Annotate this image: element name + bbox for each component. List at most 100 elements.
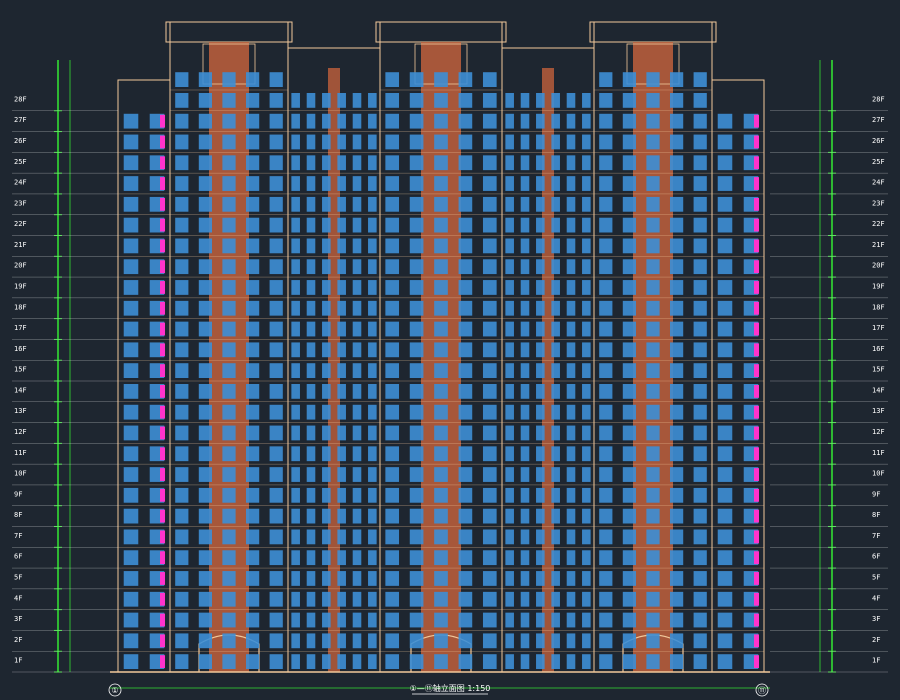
window <box>599 238 613 254</box>
window <box>520 633 530 649</box>
window <box>322 612 331 628</box>
window <box>536 633 545 649</box>
window <box>693 404 707 420</box>
window <box>599 487 613 503</box>
window <box>222 571 236 586</box>
window <box>646 217 660 233</box>
window <box>322 217 331 233</box>
window <box>622 155 637 171</box>
window <box>693 300 707 316</box>
window <box>198 342 213 358</box>
window <box>385 633 400 649</box>
balcony-accent <box>160 530 165 544</box>
floor-label-right: 12F <box>872 428 885 436</box>
balcony-accent <box>160 114 165 128</box>
drawing-footer: ① ⑪ ①—⑪轴立面图 1:150 <box>108 671 770 697</box>
balcony-accent <box>754 592 759 606</box>
window <box>409 134 424 150</box>
window <box>409 259 424 275</box>
window <box>123 446 139 462</box>
window <box>368 342 377 358</box>
window <box>269 654 283 669</box>
window <box>337 487 346 503</box>
window <box>458 196 473 212</box>
window <box>222 280 236 295</box>
window <box>198 93 213 108</box>
window <box>505 217 514 233</box>
window <box>646 238 660 254</box>
window <box>646 196 660 212</box>
window <box>566 134 576 150</box>
window <box>646 72 660 87</box>
window <box>322 654 331 669</box>
window <box>669 508 684 524</box>
window <box>582 425 591 441</box>
window <box>368 633 377 649</box>
window <box>505 571 514 586</box>
window <box>458 571 473 586</box>
window <box>582 363 591 378</box>
window <box>269 217 283 233</box>
window <box>693 363 707 378</box>
window <box>599 176 613 191</box>
window <box>622 259 637 275</box>
window <box>566 363 576 378</box>
balcony-accent <box>160 239 165 253</box>
window <box>717 134 733 150</box>
window <box>566 487 576 503</box>
floor-label-right: 14F <box>872 386 885 394</box>
floor-label-left: 7F <box>14 532 22 540</box>
floor-label-left: 1F <box>14 657 22 665</box>
window <box>198 155 213 171</box>
window <box>458 404 473 420</box>
window <box>198 550 213 566</box>
window <box>520 425 530 441</box>
window <box>566 196 576 212</box>
window <box>385 93 400 108</box>
window <box>622 196 637 212</box>
window <box>434 550 448 566</box>
floor-label-right: 27F <box>872 116 885 124</box>
window <box>291 508 300 524</box>
window <box>322 467 331 482</box>
window <box>434 176 448 191</box>
window <box>599 113 613 129</box>
window <box>646 321 660 337</box>
window <box>269 550 283 566</box>
window <box>198 134 213 150</box>
window <box>599 633 613 649</box>
window <box>352 654 362 669</box>
window <box>566 280 576 295</box>
window <box>482 654 497 669</box>
window <box>434 196 448 212</box>
window <box>368 238 377 254</box>
window <box>622 300 637 316</box>
window <box>222 404 236 420</box>
window <box>337 93 346 108</box>
window <box>582 300 591 316</box>
window <box>385 612 400 628</box>
window <box>269 342 283 358</box>
window <box>505 404 514 420</box>
window <box>551 550 560 566</box>
window <box>582 654 591 669</box>
window <box>337 363 346 378</box>
window <box>409 280 424 295</box>
window <box>222 113 236 129</box>
window <box>482 196 497 212</box>
window <box>622 571 637 586</box>
window <box>352 446 362 462</box>
window <box>409 217 424 233</box>
window <box>409 384 424 399</box>
window <box>551 342 560 358</box>
window <box>669 654 684 669</box>
window <box>551 467 560 482</box>
window <box>352 404 362 420</box>
window <box>291 425 300 441</box>
balcony-accent <box>160 468 165 481</box>
window <box>198 217 213 233</box>
window <box>536 467 545 482</box>
window <box>646 550 660 566</box>
window <box>337 300 346 316</box>
window <box>582 591 591 607</box>
